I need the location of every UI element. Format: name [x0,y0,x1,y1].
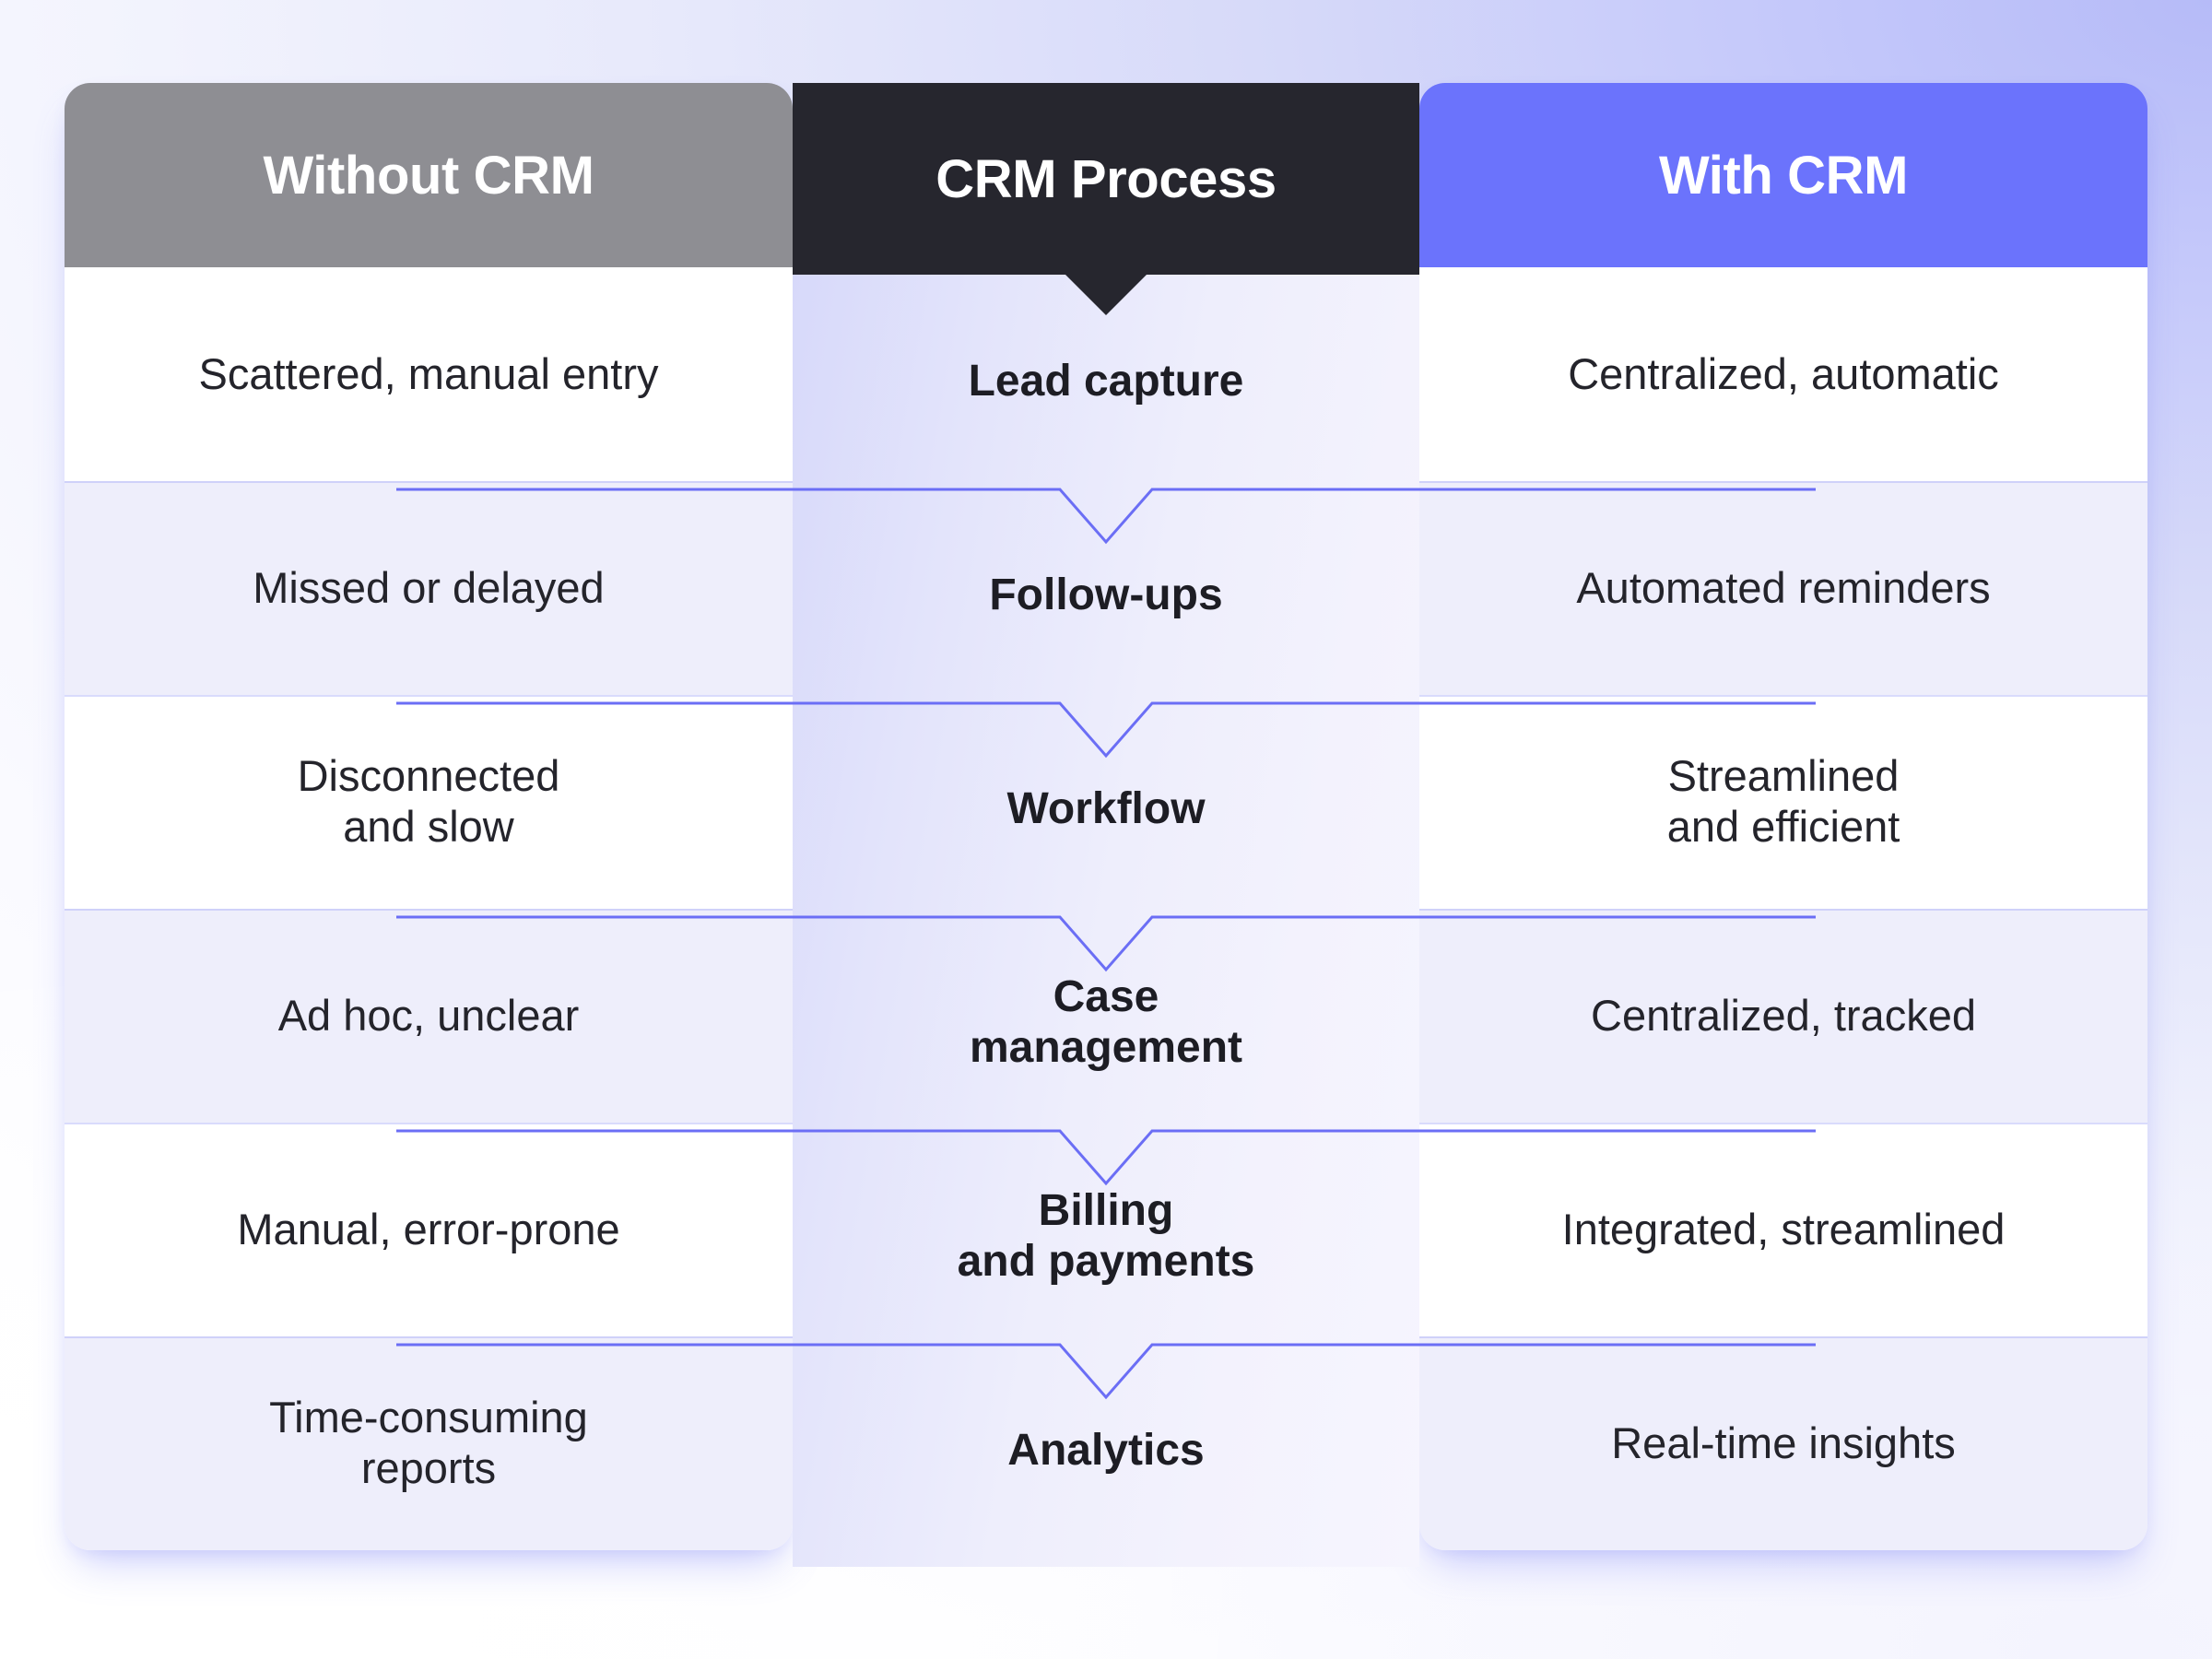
process-step-text: Lead capture [969,357,1244,407]
table-row-with: Centralized, automatic [1419,267,2147,481]
table-row-with: Centralized, tracked [1419,909,2147,1123]
table-row-with: Automated reminders [1419,481,2147,695]
process-step-line-2: and payments [957,1237,1255,1286]
column-header-with-crm: With CRM [1419,83,2147,267]
column-header-without-crm: Without CRM [65,83,793,267]
process-step-line-1: Case [1053,972,1159,1022]
cell-text: Centralized, automatic [1568,349,1999,400]
table-row-without: Missed or delayed [65,481,793,695]
cell-line-1: Ad hoc, unclear [277,990,580,1040]
column-header-crm-process: CRM Process [793,83,1419,275]
process-step: Workflow [396,701,1816,916]
cell-line-1: Streamlined [1667,751,1900,801]
cell-line-2: and slow [343,802,514,851]
process-step-text: Follow-ups [989,571,1222,621]
table-row-without: Manual, error-prone [65,1123,793,1336]
process-step-line-2: management [969,1023,1243,1072]
process-step: Lead capture [793,275,1419,488]
process-step-line-1: Analytics [1007,1425,1205,1475]
cell-text: Integrated, streamlined [1562,1205,2006,1255]
process-step-line-1: Follow-ups [989,570,1223,619]
cell-text: Ad hoc, unclear [278,991,580,1041]
cell-text: Automated reminders [1576,563,1990,614]
cell-line-1: Manual, error-prone [237,1204,620,1253]
table-row-without: Scattered, manual entry [65,267,793,481]
cell-line-1: Disconnected [297,751,560,801]
process-step: Follow-ups [396,488,1816,702]
cell-text: Centralized, tracked [1591,991,1976,1041]
cell-line-1: Integrated, streamlined [1561,1204,2006,1253]
process-step-line-1: Billing [1038,1186,1174,1236]
process-step-text: Workflow [1006,784,1205,835]
table-row-without: Ad hoc, unclear [65,909,793,1123]
cell-line-1: Missed or delayed [253,562,605,612]
process-step-text: Analytics [1007,1426,1204,1477]
process-step-line-1: Workflow [1006,783,1206,833]
table-row-with: Integrated, streamlined [1419,1123,2147,1336]
cell-line-1: Automated reminders [1576,562,1991,612]
cell-line-1: Centralized, tracked [1591,990,1976,1040]
cell-line-1: Scattered, manual entry [198,348,659,398]
cell-text: Manual, error-prone [237,1205,619,1255]
cell-line-2: reports [360,1443,497,1492]
crm-process-body [793,83,1419,1567]
cell-line-2: and efficient [1666,802,1900,851]
process-step: Analytics [396,1343,1816,1558]
process-step-line-1: Lead capture [968,356,1244,406]
cell-text: Missed or delayed [253,563,604,614]
cell-text: Scattered, manual entry [199,349,659,400]
cell-line-1: Time-consuming [269,1393,588,1442]
cell-line-1: Centralized, automatic [1568,348,1999,398]
cell-line-1: Real-time insights [1611,1418,1956,1467]
cell-text: Real-time insights [1611,1418,1956,1469]
table-row-with: Real-time insights [1419,1336,2147,1550]
